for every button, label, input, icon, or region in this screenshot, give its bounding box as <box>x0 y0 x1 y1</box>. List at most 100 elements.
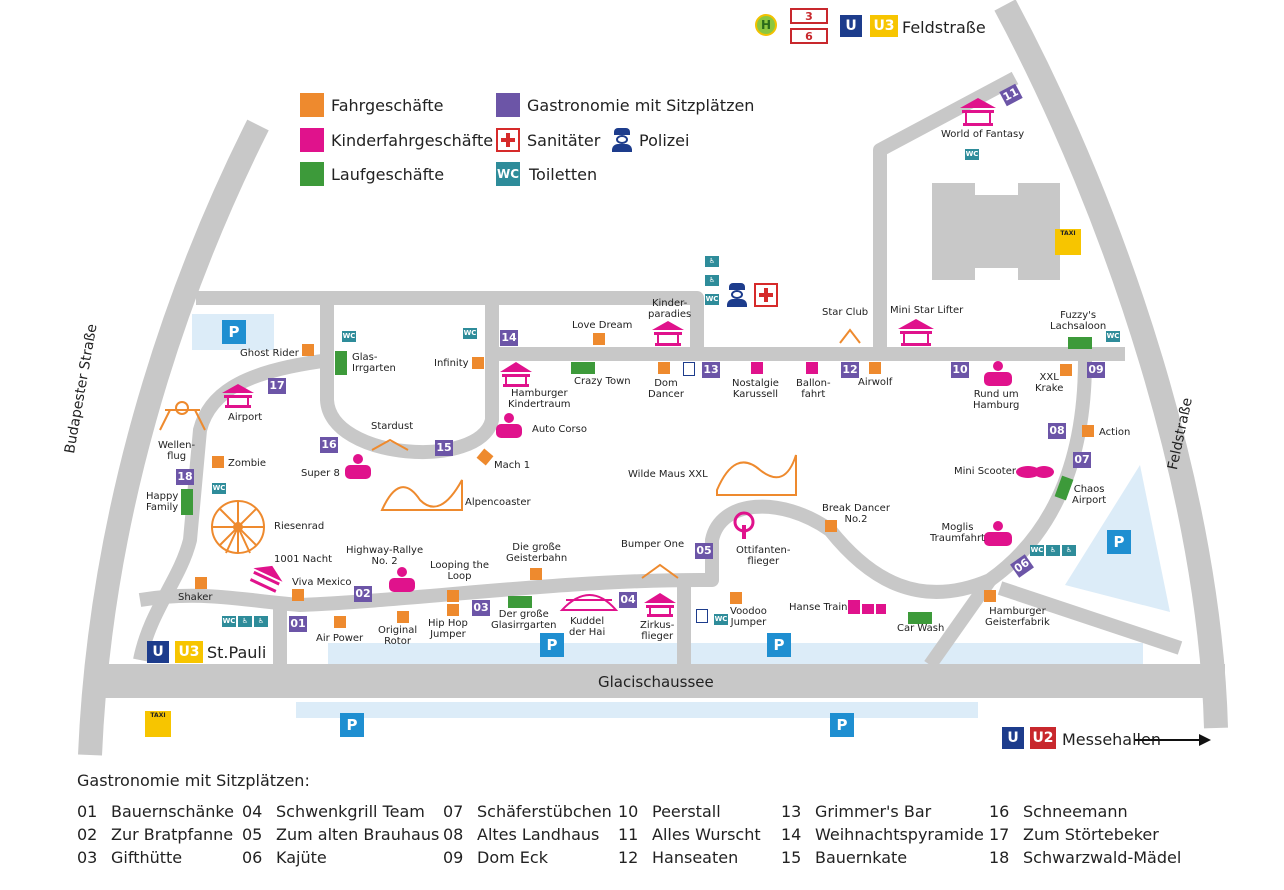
bumper-car-icon <box>1016 466 1054 478</box>
gastro-marker-15[interactable]: 15 <box>435 440 453 456</box>
first-aid-icon <box>754 283 778 307</box>
legend-gastronomie-swatch <box>496 93 520 117</box>
accessible-icon: ♿ <box>1046 545 1060 556</box>
wc-icon: WC <box>705 294 719 305</box>
car-icon <box>389 567 415 592</box>
carousel-icon <box>644 593 676 617</box>
parking-sign: P <box>540 633 564 657</box>
ride-marker-dom-dancer[interactable] <box>658 362 670 374</box>
carousel-icon <box>249 565 283 593</box>
wc-icon: WC <box>222 616 236 627</box>
gastro-marker-16[interactable]: 16 <box>320 437 338 453</box>
ride-marker-looping[interactable] <box>447 590 459 602</box>
label-wilde-maus: Wilde Maus XXL <box>628 469 708 480</box>
gastro-marker-10[interactable]: 10 <box>951 362 969 378</box>
label-shaker: Shaker <box>178 592 213 603</box>
ride-marker-geisterbahn[interactable] <box>530 568 542 580</box>
ride-marker-ghost-rider[interactable] <box>302 344 314 356</box>
carousel-icon <box>898 319 934 346</box>
walkthrough-marker-glasirrgarten-grosse[interactable] <box>508 596 532 608</box>
label-voodoo: Voodoo Jumper <box>730 606 767 628</box>
walkthrough-marker-glasirrgarten[interactable] <box>335 351 347 375</box>
parking-sign: P <box>222 320 246 344</box>
gastro-marker-01[interactable]: 01 <box>289 616 307 632</box>
parking-sign: P <box>340 713 364 737</box>
kiddie-ride-marker-ballon[interactable] <box>806 362 818 374</box>
legend-kinderfahrgeschaefte: Kinderfahrgeschäfte <box>331 131 494 150</box>
ride-marker-infinity[interactable] <box>472 357 484 369</box>
ride-marker-geisterfabrik[interactable] <box>984 590 996 602</box>
label-bumper-one: Bumper One <box>621 539 685 550</box>
legend-fahrgeschaefte-swatch <box>300 93 324 117</box>
label-break-dancer: Break Dancer No.2 <box>822 503 890 525</box>
coaster-icon <box>380 479 463 511</box>
accessible-icon: ♿ <box>254 616 268 627</box>
ride-marker-original-rotor[interactable] <box>397 611 409 623</box>
gastro-marker-18[interactable]: 18 <box>176 469 194 485</box>
gastro-marker-07[interactable]: 07 <box>1073 452 1091 468</box>
ferris-wheel-icon <box>211 500 265 554</box>
ride-marker-shaker[interactable] <box>195 577 207 589</box>
label-infinity: Infinity <box>434 358 469 369</box>
ride-marker-voodoo[interactable] <box>730 592 742 604</box>
ride-marker-action[interactable] <box>1082 425 1094 437</box>
gastro-marker-08[interactable]: 08 <box>1048 423 1066 439</box>
ride-marker-xxl-krake[interactable] <box>1060 364 1072 376</box>
wc-icon: WC <box>714 614 728 625</box>
walkthrough-marker-fuzzys[interactable] <box>1068 337 1092 349</box>
ride-marker-airwolf[interactable] <box>869 362 881 374</box>
star-club-icon <box>839 328 861 344</box>
gastro-marker-17[interactable]: 17 <box>268 378 286 394</box>
bus-line-6: 6 <box>790 28 828 44</box>
label-nostalgie-karussell: Nostalgie Karussell <box>732 378 779 400</box>
bumper-one-icon <box>641 563 679 579</box>
ride-marker-love-dream[interactable] <box>593 333 605 345</box>
kiddie-ride-marker-nostalgie[interactable] <box>751 362 763 374</box>
walkthrough-marker-car-wash[interactable] <box>908 612 932 624</box>
ride-marker-break-dancer[interactable] <box>825 520 837 532</box>
gastro-marker-05[interactable]: 05 <box>695 543 713 559</box>
gastro-marker-13[interactable]: 13 <box>702 362 720 378</box>
ride-marker-zombie[interactable] <box>212 456 224 468</box>
legend-gastronomie: Gastronomie mit Sitzplätzen <box>527 96 755 115</box>
station-feldstrasse: Feldstraße <box>902 18 986 37</box>
gastro-marker-04[interactable]: 04 <box>619 592 637 608</box>
label-geisterbahn: Die große Geisterbahn <box>506 542 568 564</box>
label-love-dream: Love Dream <box>572 320 633 331</box>
label-world-of-fantasy: World of Fantasy <box>941 129 1025 140</box>
walkthrough-marker-crazy-town[interactable] <box>571 362 595 374</box>
walkthrough-marker-happy-family[interactable] <box>181 489 193 515</box>
taxi-icon: TAXI <box>145 711 171 737</box>
gastro-marker-02[interactable]: 02 <box>354 586 372 602</box>
gastro-marker-09[interactable]: 09 <box>1087 362 1105 378</box>
legend-polizei: Polizei <box>639 131 690 150</box>
flyer-ride-icon <box>733 511 755 539</box>
label-original-rotor: Original Rotor <box>378 625 418 647</box>
ride-marker-hip-hop[interactable] <box>447 604 459 616</box>
label-looping: Looping the Loop <box>430 560 490 582</box>
kuddel-ride-icon <box>559 594 619 611</box>
ride-marker-viva-mexico[interactable] <box>292 589 304 601</box>
car-icon <box>984 361 1012 386</box>
label-chaos-airport: Chaos Airport <box>1072 484 1107 506</box>
gastro-marker-12[interactable]: 12 <box>841 362 859 378</box>
legend-laufgeschaefte: Laufgeschäfte <box>331 165 445 184</box>
gastro-marker-14[interactable]: 14 <box>500 330 518 346</box>
parking-sign: P <box>1107 530 1131 554</box>
label-star-club: Star Club <box>822 307 869 318</box>
wc-icon: WC <box>342 331 356 342</box>
wc-icon: WC <box>1106 331 1120 342</box>
ride-marker-air-power[interactable] <box>334 616 346 628</box>
police-icon <box>726 283 748 307</box>
u2-line-badge: U2 <box>1030 727 1056 749</box>
gastro-marker-03[interactable]: 03 <box>472 600 490 616</box>
